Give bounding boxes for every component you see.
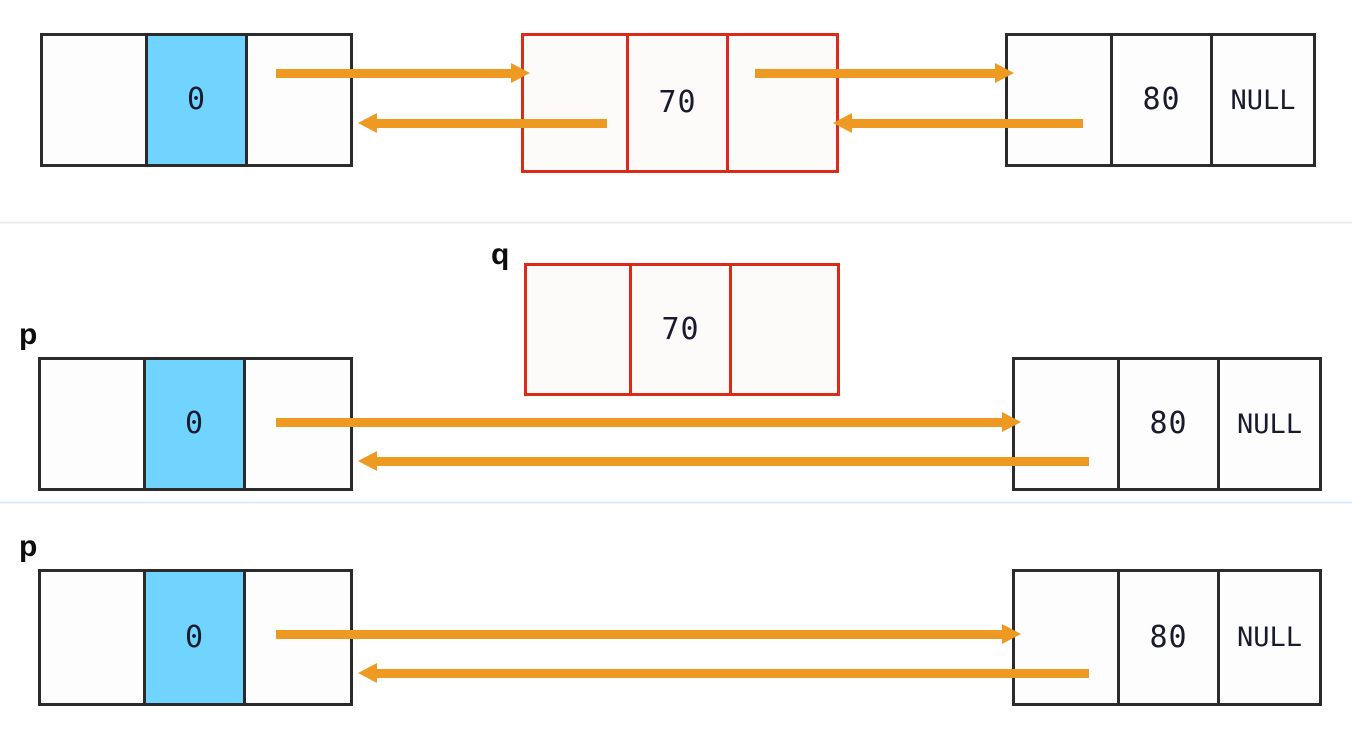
arrow-head-next-to-tail-row3 (276, 624, 1021, 644)
node-cell-data: 80 (1110, 36, 1210, 164)
arrow-shaft (374, 669, 1089, 678)
arrow-head (358, 113, 377, 133)
node-cell-data: 0 (145, 36, 245, 164)
node-cell-value: 80 (1149, 406, 1188, 441)
node-cell-prev (43, 36, 145, 164)
node-cell-prev (41, 360, 143, 488)
arrow-target-prev-to-head (358, 113, 607, 133)
node-cell-value: 0 (184, 406, 205, 441)
node-cell-next (243, 572, 350, 703)
arrow-tail-prev-to-head-row2 (358, 451, 1089, 471)
arrow-shaft (276, 69, 514, 78)
arrow-shaft (374, 457, 1089, 466)
arrow-target-next-to-tail (755, 63, 1014, 83)
label-p-row2: p (19, 318, 38, 351)
arrow-head (358, 663, 377, 683)
node-cell-data: 70 (629, 266, 729, 393)
node-cell-value: 80 (1149, 619, 1188, 655)
arrow-shaft (276, 418, 1005, 427)
node-cell-prev (1015, 572, 1117, 703)
label-p-row3: p (19, 530, 38, 563)
node-target-row1: 70 (521, 33, 839, 173)
arrow-shaft (755, 69, 998, 78)
arrow-head (995, 63, 1014, 83)
node-head-row1: 0 (40, 33, 353, 167)
node-cell-next (243, 360, 350, 488)
arrow-shaft (849, 119, 1083, 128)
node-cell-value: NULL (1236, 622, 1303, 653)
row-divider-1 (0, 221, 1352, 224)
node-cell-value: NULL (1236, 408, 1303, 440)
node-cell-value: 70 (661, 311, 700, 347)
node-cell-prev (1008, 36, 1110, 164)
node-cell-data: 80 (1117, 572, 1217, 703)
label-q-row2: q (491, 238, 510, 271)
arrow-head (358, 451, 377, 471)
node-cell-value: NULL (1230, 84, 1296, 116)
node-cell-data: 0 (143, 572, 243, 703)
node-cell-data: 70 (626, 36, 726, 170)
node-cell-next: NULL (1217, 360, 1319, 488)
node-cell-value: 80 (1142, 82, 1181, 117)
arrow-shaft (276, 630, 1005, 639)
node-cell-prev (527, 266, 629, 393)
node-cell-value: 70 (658, 85, 697, 120)
arrow-head (511, 63, 530, 83)
node-cell-next: NULL (1217, 572, 1319, 703)
arrow-head (1002, 412, 1021, 432)
node-tail-row1: 80 NULL (1005, 33, 1316, 167)
node-cell-data: 0 (143, 360, 243, 488)
node-tail-row2: 80 NULL (1012, 357, 1322, 491)
node-cell-next (726, 36, 836, 170)
node-cell-data: 80 (1117, 360, 1217, 488)
node-cell-prev (41, 572, 143, 703)
arrow-head-next-to-tail-row2 (276, 412, 1021, 432)
node-detached-row2: 70 (524, 263, 840, 396)
node-cell-next (245, 36, 350, 164)
arrow-head-next-to-target (276, 63, 530, 83)
node-head-row3: 0 (38, 569, 353, 706)
node-cell-next: NULL (1210, 36, 1313, 164)
arrow-shaft (374, 119, 607, 128)
arrow-head (833, 113, 852, 133)
arrow-tail-prev-to-head-row3 (358, 663, 1089, 683)
node-cell-prev (524, 36, 626, 170)
node-cell-value: 0 (184, 619, 205, 655)
arrow-tail-prev-to-target (833, 113, 1083, 133)
node-cell-value: 0 (186, 82, 207, 117)
node-tail-row3: 80 NULL (1012, 569, 1322, 706)
node-cell-prev (1015, 360, 1117, 488)
arrow-head (1002, 624, 1021, 644)
node-cell-next (729, 266, 837, 393)
row-divider-2 (0, 501, 1352, 504)
